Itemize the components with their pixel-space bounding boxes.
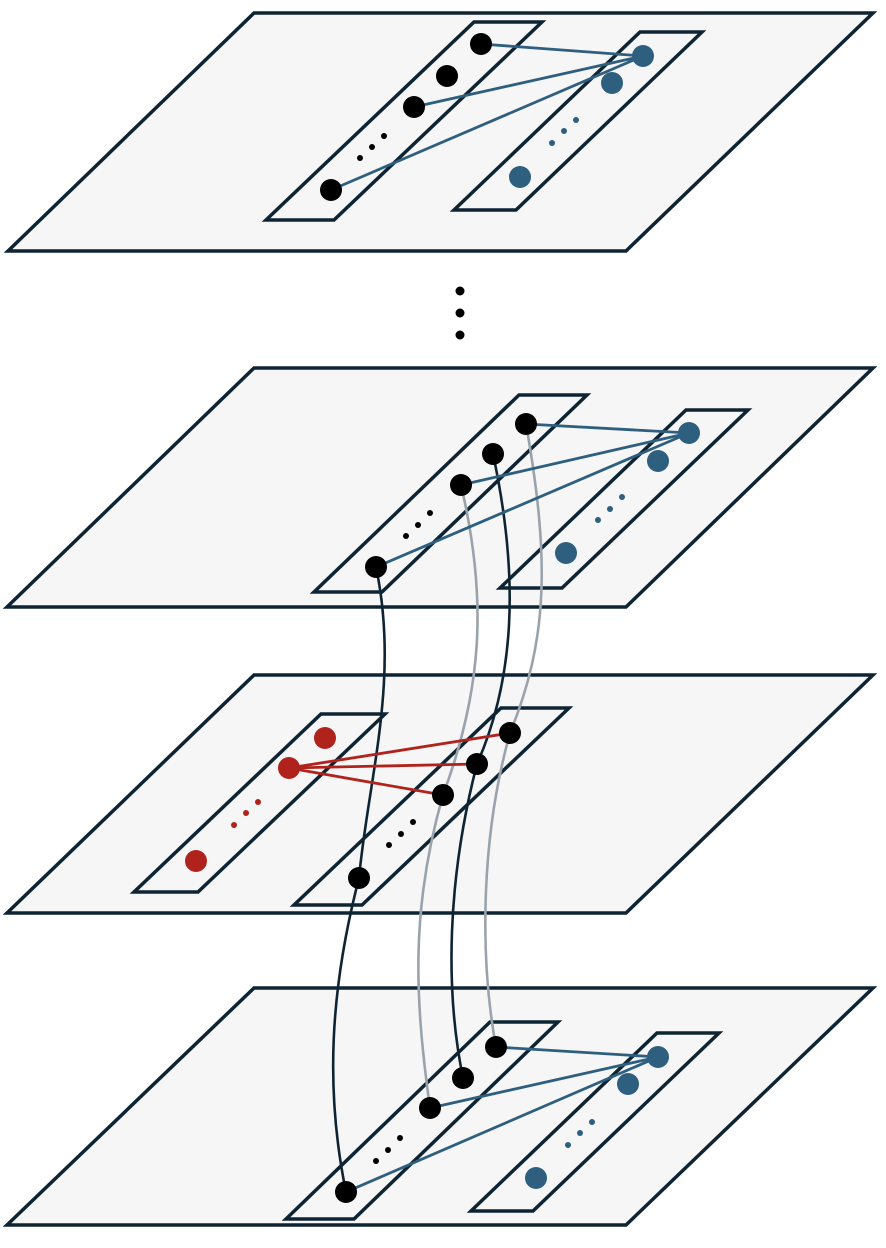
node-middle-black-4 (348, 867, 370, 889)
node-upper-blue-2 (647, 450, 669, 472)
node-top-black-2 (436, 65, 458, 87)
edge-upper-3 (375, 431, 690, 569)
ellipsis-bottom-black (373, 1135, 403, 1164)
node-upper-black-4 (365, 556, 387, 578)
edge-bottom-3 (345, 1055, 659, 1194)
intra-layer-edges (288, 42, 690, 1194)
strip-top-left (261, 20, 547, 222)
ellipsis-top-black (357, 133, 387, 161)
edge-top-1 (480, 42, 644, 58)
link-middle-bottom-4 (484, 732, 512, 1048)
node-top-blue-2 (601, 72, 623, 94)
node-middle-black-2 (466, 753, 488, 775)
edge-middle-2 (288, 762, 478, 770)
plane-top (3, 11, 878, 253)
node-upper-black-3 (450, 474, 472, 496)
edge-bottom-2 (429, 1055, 659, 1110)
node-bottom-blue-2 (617, 1073, 639, 1095)
node-middle-black-1 (499, 722, 521, 744)
edge-middle-1 (288, 731, 511, 770)
ellipsis-bottom-blue (565, 1119, 595, 1148)
planes (2, 11, 878, 1227)
link-middle-bottom-1 (331, 877, 361, 1193)
node-middle-black-3 (432, 784, 454, 806)
edge-top-2 (413, 54, 644, 109)
vertical-ellipsis (455, 286, 465, 340)
node-upper-blue-3 (555, 542, 577, 564)
link-middle-bottom-3 (450, 763, 479, 1079)
strip-upper-left (309, 393, 592, 594)
node-bottom-black-1 (485, 1036, 507, 1058)
node-top-black-4 (320, 179, 342, 201)
node-bottom-blue-1 (647, 1046, 669, 1068)
link-upper-middle-2 (441, 484, 479, 796)
ellipsis-top-blue (549, 117, 579, 146)
edge-bottom-1 (495, 1045, 659, 1059)
ellipsis-dots (231, 117, 625, 1164)
node-top-blue-3 (509, 166, 531, 188)
node-upper-blue-1 (678, 422, 700, 444)
link-upper-middle-3 (475, 453, 511, 765)
node-top-black-1 (470, 33, 492, 55)
edge-upper-2 (460, 431, 690, 487)
node-bottom-blue-3 (525, 1167, 547, 1189)
edge-top-3 (330, 54, 644, 192)
edge-upper-1 (525, 422, 690, 435)
link-upper-middle-1 (357, 566, 387, 879)
node-middle-red-2 (278, 757, 300, 779)
node-upper-black-2 (482, 443, 504, 465)
link-middle-bottom-2 (417, 794, 445, 1109)
ellipsis-middle-black (386, 819, 416, 848)
ellipsis-upper-black (403, 510, 433, 539)
node-bottom-black-3 (419, 1097, 441, 1119)
node-top-blue-1 (632, 45, 654, 67)
node-middle-red-3 (185, 850, 207, 872)
ellipsis-middle-red (231, 799, 261, 828)
node-upper-black-1 (515, 413, 537, 435)
nodes (185, 33, 700, 1203)
node-middle-red-1 (314, 727, 336, 749)
node-bottom-black-4 (335, 1181, 357, 1203)
strip-bottom-left (281, 1020, 563, 1221)
ellipsis-upper-blue (595, 494, 625, 523)
inter-layer-links (331, 423, 544, 1193)
node-bottom-black-2 (452, 1067, 474, 1089)
link-upper-middle-4 (508, 423, 544, 734)
node-top-black-3 (403, 96, 425, 118)
edge-middle-3 (288, 766, 444, 797)
